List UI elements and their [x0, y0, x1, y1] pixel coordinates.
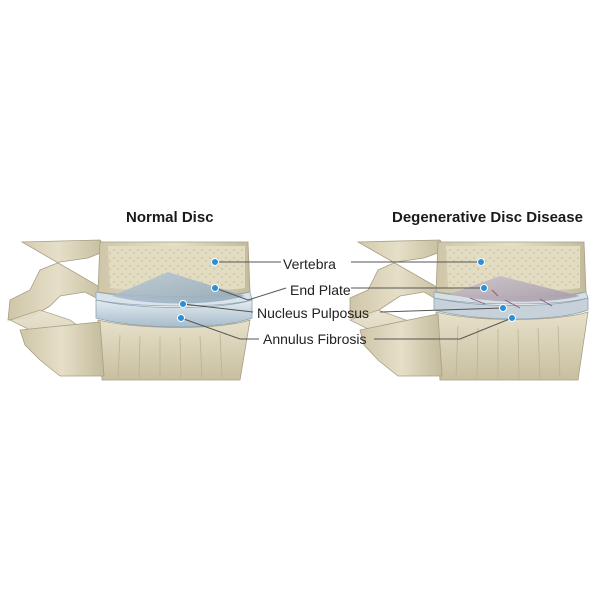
marker-left-vertebra [211, 258, 219, 266]
degenerative-disc-illustration [348, 239, 589, 381]
leader-left-annulus [180, 317, 259, 340]
normal-disc-illustration [7, 239, 253, 381]
marker-right-endplate [480, 284, 488, 292]
end-plate-label: End Plate [290, 282, 351, 298]
nucleus-pulposus-label: Nucleus Pulposus [257, 305, 370, 321]
marker-right-vertebra [477, 258, 485, 266]
marker-left-annulus [177, 314, 185, 322]
markers [177, 258, 516, 322]
vertebra-label: Vertebra [283, 256, 336, 272]
marker-right-annulus [508, 314, 516, 322]
marker-left-nucleus [179, 300, 187, 308]
degenerative-disc-title: Degenerative Disc Disease [392, 209, 583, 226]
marker-left-endplate [211, 284, 219, 292]
annulus-fibrosis-label: Annulus Fibrosis [263, 331, 367, 347]
leader-right-annulus [374, 317, 513, 340]
leader-left-endplate [214, 287, 287, 301]
leader-left-nucleus [182, 303, 254, 313]
leader-lines [180, 261, 513, 340]
normal-disc-title: Normal Disc [126, 209, 214, 226]
marker-right-nucleus [499, 304, 507, 312]
leader-right-nucleus [379, 307, 504, 313]
